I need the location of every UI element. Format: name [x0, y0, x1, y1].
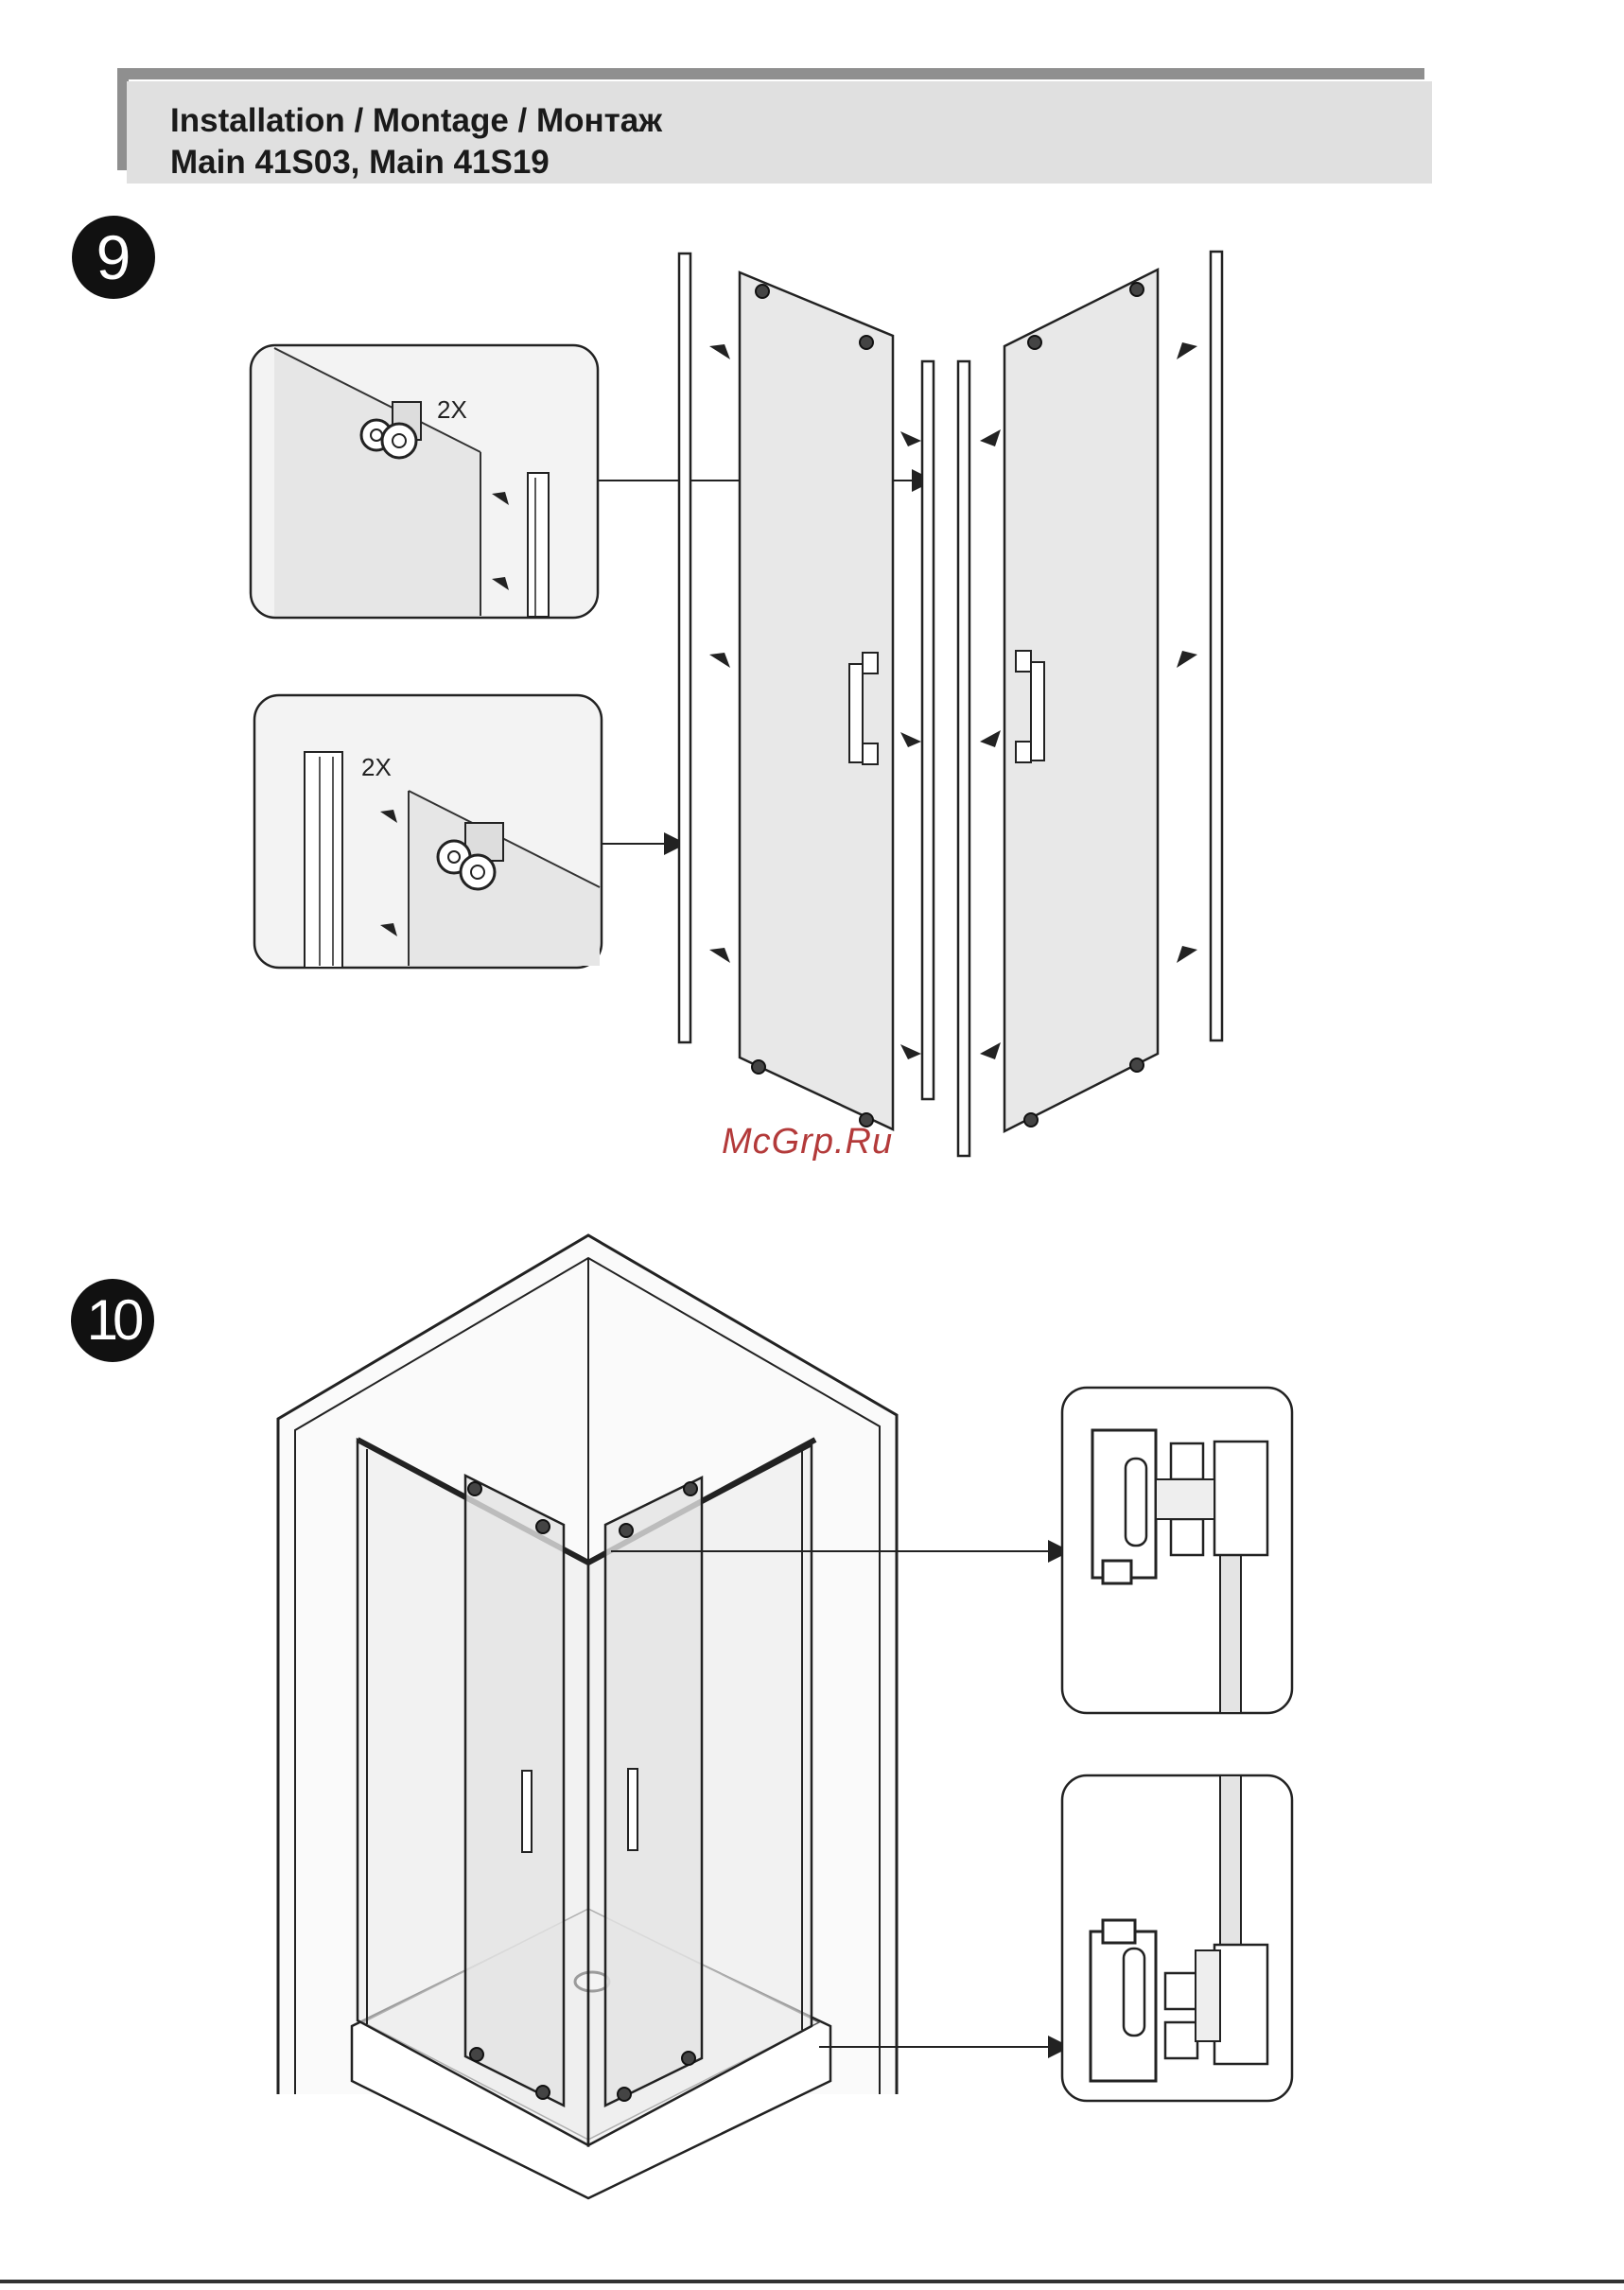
step10-detail-top: [1062, 1388, 1292, 1713]
detail-top-count: 2X: [437, 395, 467, 424]
detail-bottom-count: 2X: [361, 753, 392, 781]
step10-enclosure: [278, 1235, 1067, 2198]
step9-exploded-assembly: [679, 252, 1222, 1156]
bottom-rule: [0, 2280, 1624, 2283]
watermark: McGrp.Ru: [722, 1122, 893, 1162]
step9-detail-bottom: 2X: [254, 695, 683, 968]
step10-detail-bottom: [1062, 1775, 1292, 2101]
